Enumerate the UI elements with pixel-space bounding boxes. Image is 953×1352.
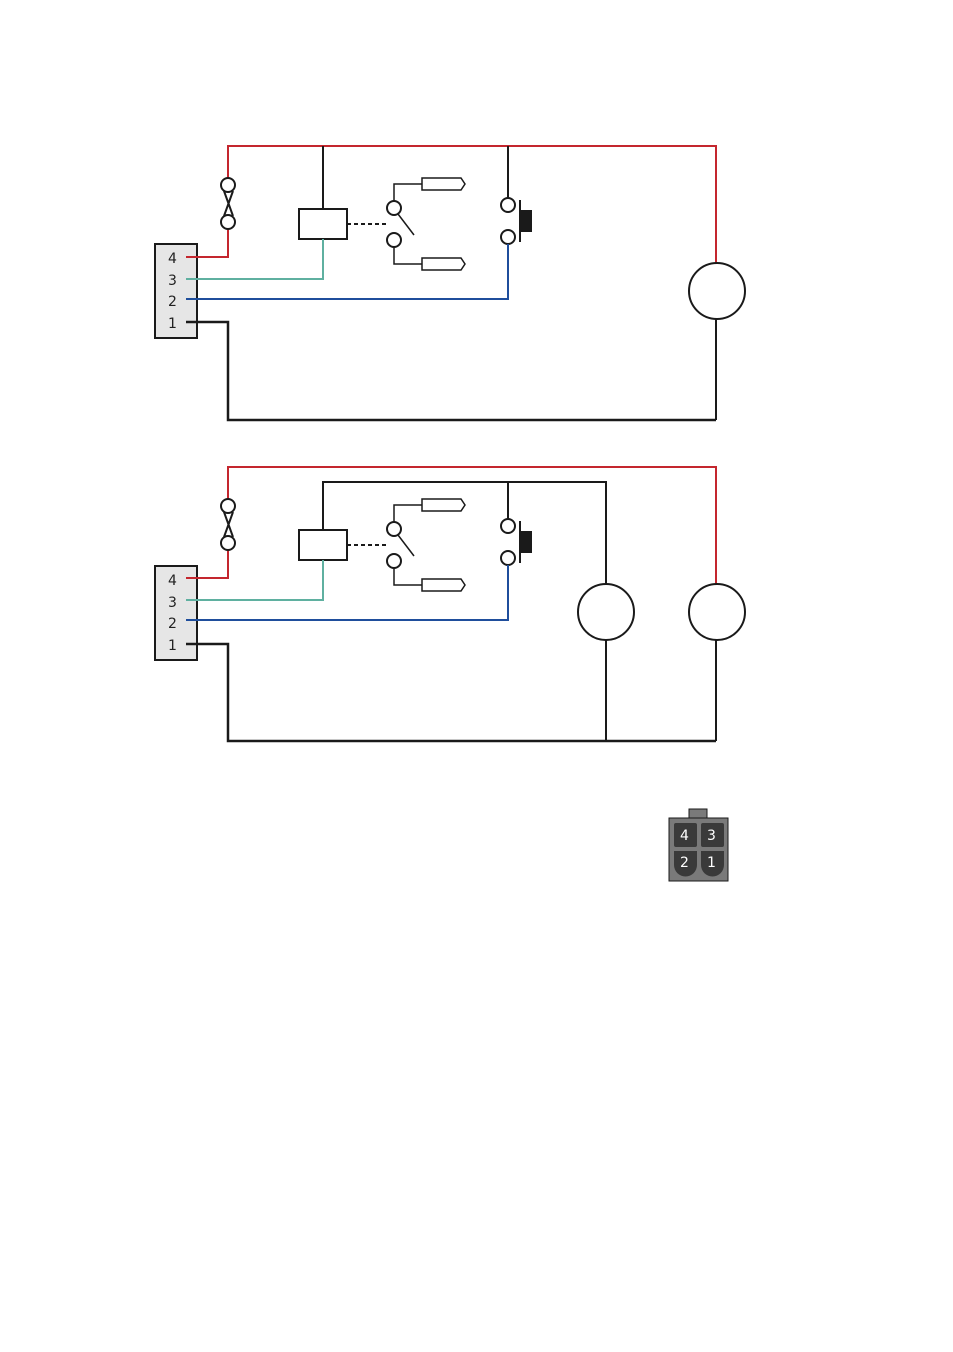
pin-label-2: 2 (168, 294, 177, 310)
diagram-bottom: 4 3 2 1 (155, 467, 745, 741)
secondary-feed-wire (323, 482, 606, 584)
terminal-tab-upper (422, 499, 465, 511)
ground-wire (186, 322, 716, 420)
plug-pin-label-2: 2 (680, 855, 689, 871)
pin-label-3: 3 (168, 273, 177, 289)
red-wire-top (228, 467, 716, 584)
pin-label-1: 1 (168, 638, 177, 654)
plug-pin-label-3: 3 (707, 828, 716, 844)
terminal-tab-lower (422, 579, 465, 591)
teal-wire (186, 560, 323, 600)
relay-switch (387, 178, 465, 270)
blue-wire (186, 565, 508, 620)
pin-label-4: 4 (168, 573, 177, 589)
terminal-tab-lower (422, 258, 465, 270)
pin-label-2: 2 (168, 616, 177, 632)
relay-switch (387, 499, 465, 591)
blue-wire (186, 244, 508, 299)
push-button-icon (501, 519, 532, 565)
relay-coil (299, 209, 347, 239)
pin-label-4: 4 (168, 251, 177, 267)
terminal-tab-upper (422, 178, 465, 190)
fuse-icon (221, 499, 235, 550)
fuse-icon (221, 178, 235, 229)
motor-circle (689, 263, 745, 319)
pin-label-1: 1 (168, 316, 177, 332)
push-button-icon (501, 198, 532, 244)
relay-coil (299, 530, 347, 560)
red-wire-top (228, 146, 716, 263)
plug-pin-label-4: 4 (680, 828, 689, 844)
ground-wire (186, 644, 716, 741)
motor-circle-left (578, 584, 634, 640)
plug-pin-label-1: 1 (707, 855, 716, 871)
diagram-top: 4 3 2 1 (155, 146, 745, 420)
motor-circle-right (689, 584, 745, 640)
pin-label-3: 3 (168, 595, 177, 611)
teal-wire (186, 239, 323, 279)
plug-pinout: 4 3 2 1 (669, 809, 728, 881)
